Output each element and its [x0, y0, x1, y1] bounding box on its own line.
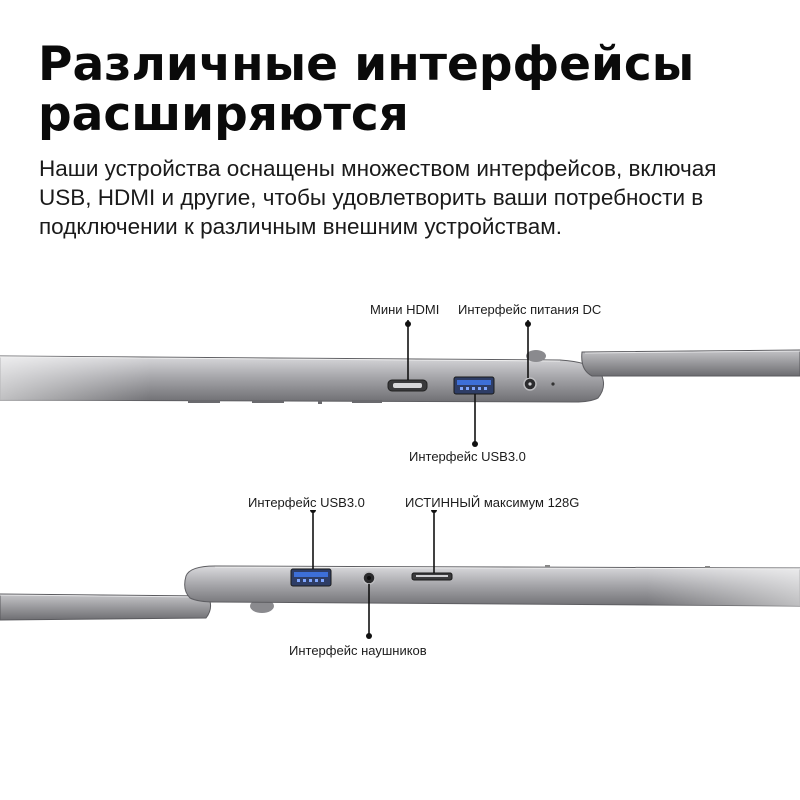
laptop-lid: [0, 593, 212, 621]
laptop-left-side-image: [0, 510, 800, 639]
description-text: Наши устройства оснащены множеством инте…: [39, 156, 717, 239]
laptop-lid: [581, 349, 800, 377]
label-card-reader: ИСТИННЫЙ максимум 128G: [405, 495, 580, 510]
title-line-2: расширяются: [38, 87, 409, 142]
usb3-port-left: [290, 568, 332, 587]
label-dc-power: Интерфейс питания DC: [458, 302, 602, 317]
laptop-right-side-image: [0, 320, 800, 447]
label-usb30-left: Интерфейс USB3.0: [248, 495, 365, 510]
usb3-port-right: [453, 376, 495, 395]
label-headphone: Интерфейс наушников: [289, 643, 427, 658]
label-usb30-right: Интерфейс USB3.0: [409, 449, 526, 464]
title-line-1: Различные интерфейсы: [38, 37, 695, 92]
page-title: Различные интерфейсы расширяются: [38, 40, 778, 140]
label-mini-hdmi: Мини HDMI: [370, 302, 440, 317]
